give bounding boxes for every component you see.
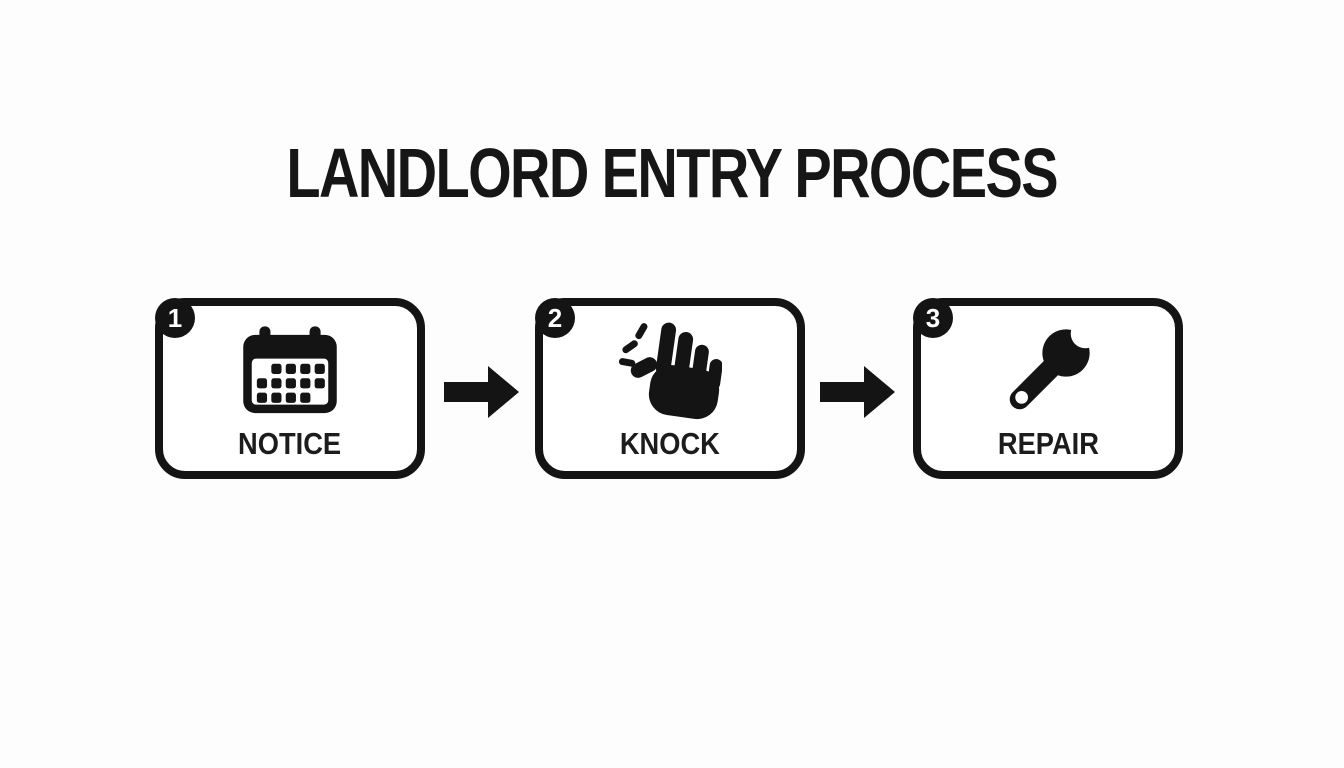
calendar-icon — [163, 320, 417, 422]
arrow-right-icon — [444, 365, 520, 419]
step-label: KNOCK — [619, 426, 721, 461]
step-number-badge: 3 — [913, 298, 953, 338]
step-number-badge: 1 — [155, 298, 195, 338]
title-container: LANDLORD ENTRY PROCESS — [0, 138, 1344, 208]
knock-hand-icon — [543, 320, 797, 422]
step-box-notice: 1 NOTICE — [155, 298, 425, 479]
step-label: NOTICE — [238, 426, 342, 461]
step-box-knock: 2 KNOCK — [535, 298, 805, 479]
step-box-repair: 3 REPAIR — [913, 298, 1183, 479]
page-title: LANDLORD ENTRY PROCESS — [286, 134, 1059, 212]
arrow-right-icon — [820, 365, 896, 419]
wrench-icon — [921, 320, 1175, 422]
step-number-badge: 2 — [535, 298, 575, 338]
step-label: REPAIR — [997, 426, 1099, 461]
